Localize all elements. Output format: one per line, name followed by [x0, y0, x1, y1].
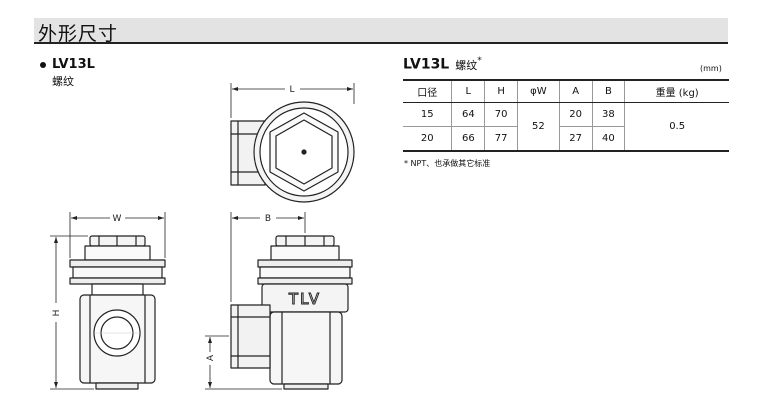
- cell-H: 70: [484, 102, 518, 127]
- cell-L: 66: [451, 126, 485, 152]
- spec-table: 口径 L H φW A B 重量 (kg) 15 64 70 52 20 38 …: [403, 79, 729, 152]
- table-model: LV13L: [403, 56, 450, 73]
- table-row: 15 64 70 52 20 38 0.5: [403, 102, 729, 152]
- bullet-icon: [40, 61, 46, 68]
- cell-H: 77: [484, 126, 518, 152]
- cell-A: 27: [558, 126, 593, 152]
- cell-A: 20: [558, 102, 593, 127]
- table-subtitle: 螺纹: [455, 58, 478, 72]
- cell-W: 52: [517, 102, 560, 152]
- header-B: B: [591, 79, 625, 103]
- cell-size: 15: [403, 102, 452, 127]
- side-view-drawing: [230, 235, 353, 390]
- header-weight: 重量 (kg): [624, 79, 729, 103]
- header-size: 口径: [403, 79, 452, 103]
- table-row: 20 66 77 27 40: [403, 126, 729, 152]
- table-footnote: * NPT、也承做其它标准: [404, 159, 491, 168]
- header-A: A: [558, 79, 593, 103]
- cell-size: 20: [403, 126, 452, 152]
- dimension-label-L: L: [289, 85, 294, 95]
- model-name-line: LV13L: [40, 57, 95, 72]
- table-header-row: 口径 L H φW A B 重量 (kg): [403, 79, 729, 103]
- cell-B: 38: [591, 102, 625, 127]
- model-info: LV13L 螺纹: [40, 57, 95, 89]
- dimension-label-B: B: [265, 214, 271, 224]
- front-view-drawing: [69, 235, 166, 390]
- cell-weight: 0.5: [624, 102, 729, 152]
- header-H: H: [484, 79, 518, 103]
- dimension-label-H: H: [52, 310, 62, 317]
- section-title: 外形尺寸: [38, 23, 119, 45]
- table-star: *: [477, 56, 482, 66]
- dimension-label-W: W: [113, 214, 122, 224]
- table-unit: (mm): [700, 64, 722, 73]
- cell-B: 40: [591, 126, 625, 152]
- header-L: L: [451, 79, 485, 103]
- cell-L: 64: [451, 102, 485, 127]
- dimension-label-A: A: [206, 354, 216, 361]
- header-W: φW: [517, 79, 560, 103]
- top-view-drawing: [230, 101, 355, 203]
- model-connection: 螺纹: [52, 75, 74, 88]
- brand-logo-text: TLV: [288, 290, 321, 308]
- table-title: LV13L 螺纹*: [403, 56, 482, 73]
- model-name: LV13L: [52, 57, 95, 72]
- section-header: 外形尺寸: [34, 18, 728, 45]
